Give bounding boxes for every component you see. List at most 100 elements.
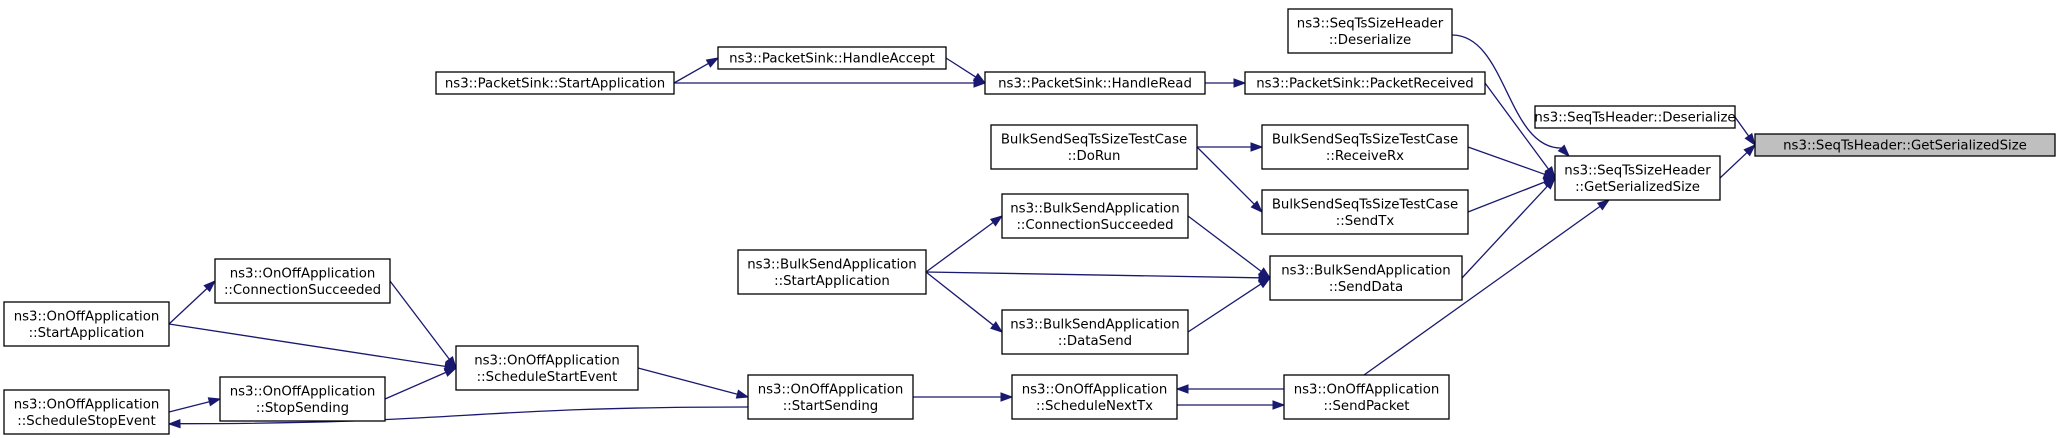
edge-line — [179, 406, 749, 425]
edge-line — [168, 288, 208, 325]
node-onoff-schedulestart[interactable]: ns3::OnOffApplication::ScheduleStartEven… — [455, 345, 639, 391]
node-label-line: ::StopSending — [256, 401, 349, 416]
edge-tc_receiverx-to-size_getserialized — [1467, 146, 1557, 179]
edge-line — [673, 62, 709, 84]
node-onoff-sendpacket[interactable]: ns3::OnOffApplication::SendPacket — [1283, 374, 1450, 420]
node-box — [717, 46, 947, 70]
arrow-head-icon — [1175, 384, 1189, 394]
node-label-line: ns3::OnOffApplication — [14, 397, 160, 412]
edge-onoff_connsucceeded-to-onoff_schedulestart — [389, 280, 457, 370]
edge-line — [925, 222, 994, 273]
arrow-head-icon — [705, 57, 720, 68]
node-label-line: ns3::PacketSink::StartApplication — [445, 77, 665, 92]
node-label-line: ::StartSending — [783, 399, 879, 414]
node-box — [1283, 374, 1450, 420]
arrow-head-icon — [443, 367, 458, 377]
node-bulk-startapp[interactable]: ns3::BulkSendApplication::StartApplicati… — [737, 249, 927, 295]
node-onoff-schedulenexttx[interactable]: ns3::OnOffApplication::ScheduleNextTx — [1011, 374, 1178, 420]
node-box — [3, 389, 170, 435]
node-onoff-startapp[interactable]: ns3::OnOffApplication::StartApplication — [3, 301, 170, 347]
edge-line — [925, 271, 1260, 279]
edge-line — [1196, 146, 1255, 205]
edge-line — [168, 401, 210, 413]
edge-seqts_deserialize-to-target — [1734, 116, 1756, 147]
edge-bulk_senddata-to-size_getserialized — [1461, 176, 1556, 279]
arrow-head-icon — [1257, 277, 1272, 289]
node-box — [737, 249, 927, 295]
node-box — [1261, 189, 1469, 235]
node-label-line: ::SendTx — [1336, 214, 1395, 229]
node-bulk-connsucceeded[interactable]: ns3::BulkSendApplication::ConnectionSucc… — [1001, 193, 1189, 239]
node-tc-dorun[interactable]: BulkSendSeqTsSizeTestCase::DoRun — [990, 124, 1198, 170]
edge-line — [389, 280, 450, 360]
edge-sink_handleread-to-sink_packetreceived — [1205, 78, 1247, 88]
call-edges — [167, 34, 1757, 429]
node-label-line: ns3::SeqTsHeader::Deserialize — [1534, 111, 1735, 126]
node-box — [455, 345, 639, 391]
node-sink-handleread[interactable]: ns3::PacketSink::HandleRead — [984, 71, 1206, 95]
node-label-line: BulkSendSeqTsSizeTestCase — [1272, 197, 1458, 212]
arrow-head-icon — [1543, 176, 1556, 190]
node-label-line: ::ScheduleStopEvent — [17, 414, 155, 429]
arrow-head-icon — [973, 78, 987, 88]
node-label-line: ns3::BulkSendApplication — [1010, 317, 1180, 332]
edge-onoff_startapp-to-onoff_schedulestart — [168, 323, 458, 371]
edge-line — [1484, 82, 1549, 170]
edge-bulk_startapp-to-bulk_datasend — [925, 271, 1004, 333]
node-target[interactable]: ns3::SeqTsHeader::GetSerializedSize — [1754, 133, 2056, 157]
node-box — [214, 258, 391, 304]
arrow-head-icon — [1272, 400, 1286, 410]
edge-bulk_connsucceeded-to-bulk_senddata — [1187, 215, 1272, 279]
node-box — [219, 376, 386, 422]
node-onoff-stopsending[interactable]: ns3::OnOffApplication::StopSending — [219, 376, 386, 422]
node-size-getserialized[interactable]: ns3::SeqTsSizeHeader::GetSerializedSize — [1554, 155, 1721, 201]
arrow-head-icon — [203, 280, 217, 293]
node-box — [1261, 124, 1469, 170]
node-box — [747, 374, 914, 420]
node-sink-handleaccept[interactable]: ns3::PacketSink::HandleAccept — [717, 46, 947, 70]
node-label-line: BulkSendSeqTsSizeTestCase — [1001, 132, 1187, 147]
node-tc-receiverx[interactable]: BulkSendSeqTsSizeTestCase::ReceiveRx — [1261, 124, 1469, 170]
edge-line — [1187, 215, 1262, 272]
node-sink-startapp[interactable]: ns3::PacketSink::StartApplication — [435, 71, 675, 95]
node-label-line: ns3::OnOffApplication — [230, 384, 376, 399]
node-label-line: ns3::PacketSink::HandleRead — [998, 77, 1192, 92]
edge-onoff_startapp-to-onoff_connsucceeded — [168, 280, 217, 325]
edge-size_deserialize-to-size_getserialized — [1451, 34, 1571, 158]
node-label-line: ::StartApplication — [29, 326, 145, 341]
node-label-line: ::ReceiveRx — [1326, 149, 1404, 164]
edge-line — [1451, 34, 1562, 149]
node-label-line: ::ScheduleNextTx — [1036, 399, 1153, 414]
node-seqts-deserialize[interactable]: ns3::SeqTsHeader::Deserialize — [1534, 105, 1736, 129]
edge-line — [1461, 185, 1548, 279]
node-label-line: ns3::OnOffApplication — [230, 266, 376, 281]
node-box — [1754, 133, 2056, 157]
edge-tc_dorun-to-tc_receiverx — [1197, 142, 1264, 152]
function-nodes: ns3::SeqTsHeader::GetSerializedSizens3::… — [3, 8, 2056, 435]
arrow-head-icon — [989, 215, 1004, 227]
node-label-line: ns3::PacketSink::PacketReceived — [1256, 77, 1474, 92]
node-label-line: ns3::BulkSendApplication — [747, 257, 917, 272]
edge-sink_startapp-to-sink_handleaccept — [673, 57, 720, 84]
node-label-line: ::GetSerializedSize — [1575, 180, 1700, 195]
node-box — [1269, 255, 1463, 301]
node-size-deserialize[interactable]: ns3::SeqTsSizeHeader::Deserialize — [1287, 8, 1453, 54]
edge-sink_packetreceived-to-size_getserialized — [1484, 82, 1556, 180]
node-bulk-senddata[interactable]: ns3::BulkSendApplication::SendData — [1269, 255, 1463, 301]
node-onoff-connsucceeded[interactable]: ns3::OnOffApplication::ConnectionSucceed… — [214, 258, 391, 304]
node-tc-sendtx[interactable]: BulkSendSeqTsSizeTestCase::SendTx — [1261, 189, 1469, 235]
arrow-head-icon — [1596, 199, 1611, 211]
node-onoff-schedulestop[interactable]: ns3::OnOffApplication::ScheduleStopEvent — [3, 389, 170, 435]
arrow-head-icon — [207, 397, 222, 407]
node-bulk-datasend[interactable]: ns3::BulkSendApplication::DataSend — [1001, 309, 1189, 355]
node-label-line: ns3::BulkSendApplication — [1281, 263, 1451, 278]
node-onoff-startsending[interactable]: ns3::OnOffApplication::StartSending — [747, 374, 914, 420]
edge-line — [168, 323, 446, 367]
node-sink-packetreceived[interactable]: ns3::PacketSink::PacketReceived — [1244, 71, 1486, 95]
node-label-line: ns3::OnOffApplication — [474, 353, 620, 368]
edge-size_getserialized-to-target — [1719, 143, 1757, 179]
node-label-line: ::SendPacket — [1324, 399, 1410, 414]
node-label-line: ::DataSend — [1058, 334, 1132, 349]
edge-line — [384, 371, 447, 400]
